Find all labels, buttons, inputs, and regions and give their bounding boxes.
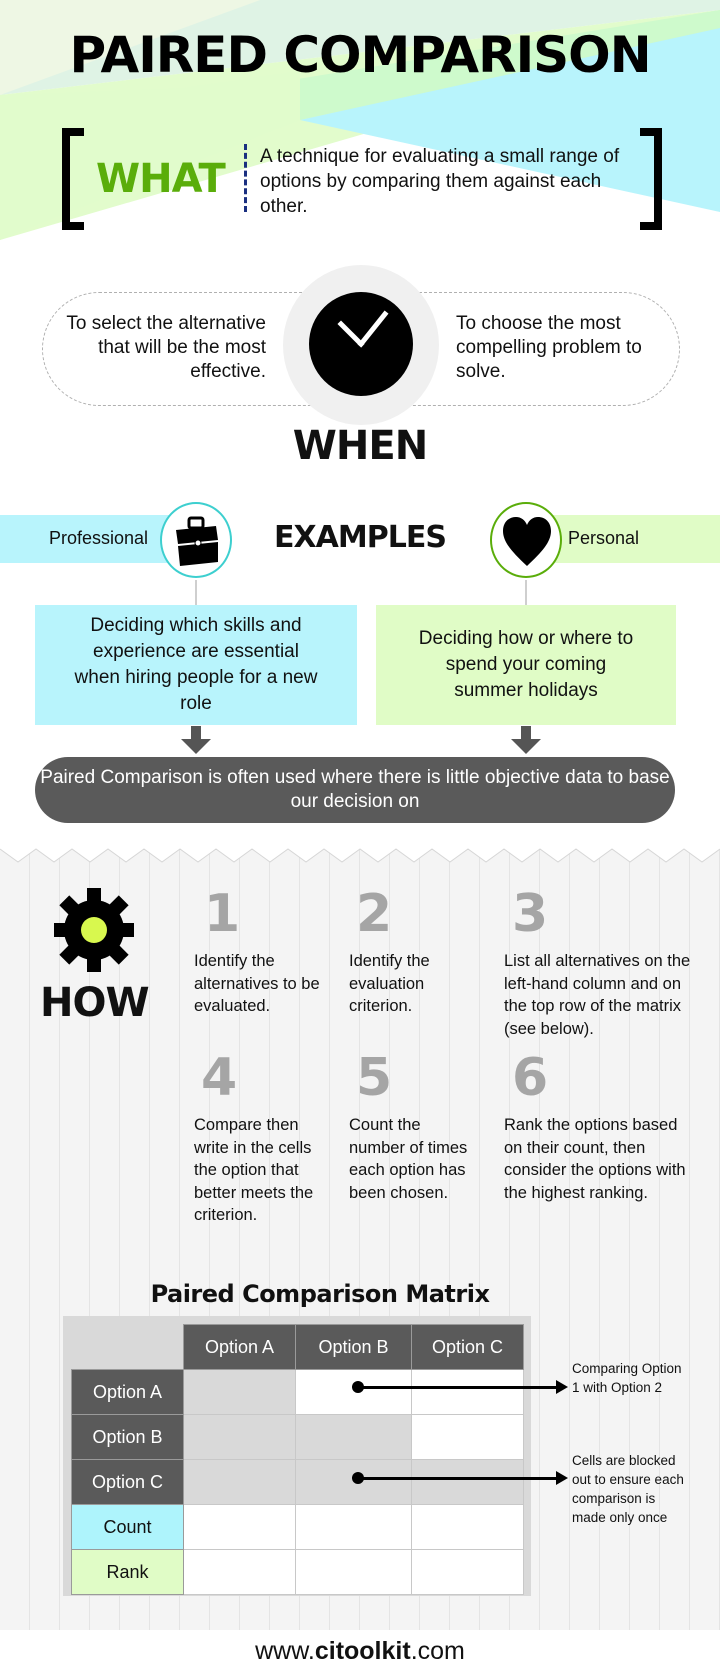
left-bracket <box>62 128 84 230</box>
step-number: 2 <box>356 884 393 944</box>
matrix-cell[interactable] <box>411 1504 524 1550</box>
clock-icon <box>309 292 413 396</box>
matrix-cell[interactable] <box>183 1549 296 1595</box>
dashed-divider <box>244 144 247 212</box>
personal-example: Deciding how or where to spend your comi… <box>376 605 676 725</box>
step-text: Identify the alternatives to be evaluate… <box>194 952 320 1015</box>
step-number: 1 <box>204 884 241 944</box>
callout-text: Cells are blocked out to ensure each com… <box>572 1453 684 1525</box>
matrix-cell-blocked <box>183 1369 296 1415</box>
footer-prefix: www. <box>255 1637 315 1665</box>
personal-example-text: Deciding how or where to spend your comi… <box>418 628 634 701</box>
when-left-text: To select the alternative that will be t… <box>66 313 266 382</box>
matrix-row-header: Option C <box>71 1459 184 1505</box>
heart-icon <box>503 517 551 566</box>
callout-line <box>358 1477 558 1480</box>
matrix-row-header-rank: Rank <box>71 1549 184 1595</box>
matrix-cell[interactable] <box>411 1549 524 1595</box>
professional-example-text: Deciding which skills and experience are… <box>74 615 318 714</box>
matrix-column-header: Option C <box>411 1324 524 1370</box>
matrix-corner <box>71 1324 184 1370</box>
matrix-cell[interactable] <box>411 1414 524 1460</box>
step-text: List all alternatives on the left-hand c… <box>504 952 691 1038</box>
summary-pill: Paired Comparison is often used where th… <box>35 757 675 823</box>
personal-connector <box>525 580 527 605</box>
footer-brand: citoolkit <box>314 1637 411 1665</box>
matrix-cell[interactable] <box>183 1504 296 1550</box>
professional-example: Deciding which skills and experience are… <box>35 605 357 725</box>
matrix-row-header: Option B <box>71 1414 184 1460</box>
what-description: A technique for evaluating a small range… <box>260 146 620 217</box>
step-number: 3 <box>512 884 549 944</box>
how-section <box>0 848 720 1630</box>
what-label: WHAT <box>96 156 226 202</box>
step-number: 5 <box>356 1048 393 1108</box>
professional-label: Professional <box>49 528 149 548</box>
matrix-cell-blocked <box>411 1459 524 1505</box>
header: PAIRED COMPARISON WHAT A technique for e… <box>0 0 720 250</box>
examples-title: EXAMPLES <box>274 520 447 555</box>
professional-band <box>0 515 175 563</box>
matrix-row-header-count: Count <box>71 1504 184 1550</box>
matrix-cell-blocked <box>295 1459 412 1505</box>
arrow-down-icon <box>511 726 541 754</box>
personal-icon-circle <box>490 502 562 578</box>
page-title: PAIRED COMPARISON <box>69 26 651 84</box>
gear-icon <box>54 888 134 972</box>
arrow-right-icon <box>556 1380 568 1394</box>
step-text: Identify the evaluation criterion. <box>349 952 430 1015</box>
briefcase-icon <box>176 516 218 566</box>
arrow-right-icon <box>556 1471 568 1485</box>
matrix-cell[interactable] <box>295 1504 412 1550</box>
matrix-cell[interactable] <box>295 1369 412 1415</box>
matrix-cell-blocked <box>183 1459 296 1505</box>
matrix-cell[interactable] <box>411 1369 524 1415</box>
matrix-column-header: Option B <box>295 1324 412 1370</box>
professional-icon-circle <box>160 502 232 578</box>
matrix-cell-blocked <box>295 1414 412 1460</box>
footer-suffix: .com <box>410 1637 465 1665</box>
footer-url[interactable]: www.citoolkit.com <box>0 1630 720 1680</box>
zigzag-divider <box>0 848 720 863</box>
what-block: WHAT A technique for evaluating a small … <box>62 128 662 230</box>
step-text: Rank the options based on their count, t… <box>504 1116 686 1202</box>
when-right-text: To choose the most compelling problem to… <box>456 313 642 382</box>
step-number: 4 <box>201 1048 238 1108</box>
step-text: Count the number of times each option ha… <box>349 1116 468 1202</box>
matrix-column-header: Option A <box>183 1324 296 1370</box>
matrix-row-header: Option A <box>71 1369 184 1415</box>
summary-text: Paired Comparison is often used where th… <box>40 767 670 812</box>
matrix-cell-blocked <box>183 1414 296 1460</box>
when-title: WHEN <box>292 423 428 469</box>
personal-label: Personal <box>568 528 640 548</box>
professional-connector <box>195 580 197 605</box>
right-bracket <box>640 128 662 230</box>
how-title: HOW <box>40 980 150 1026</box>
callout-line <box>358 1386 558 1389</box>
arrow-down-icon <box>181 726 211 754</box>
matrix-title: Paired Comparison Matrix <box>150 1280 490 1308</box>
paired-comparison-matrix: Option A Option B Option C Option A Opti… <box>71 1324 524 1595</box>
personal-band <box>552 515 720 563</box>
step-number: 6 <box>512 1048 549 1108</box>
step-text: Compare then write in the cells the opti… <box>194 1116 314 1224</box>
matrix-cell[interactable] <box>295 1549 412 1595</box>
callout-text: Comparing Option 1 with Option 2 <box>572 1361 682 1395</box>
header-background <box>0 0 720 250</box>
